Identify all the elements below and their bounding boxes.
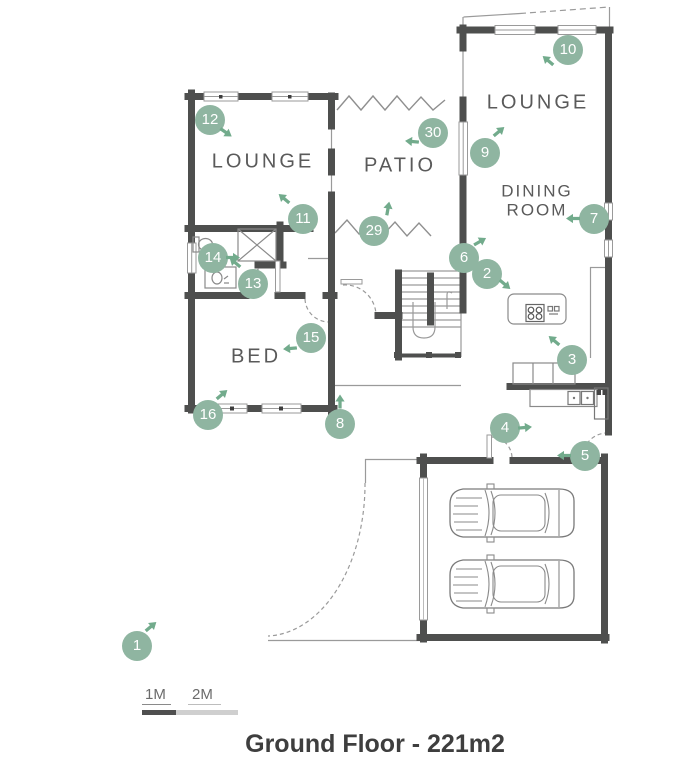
tall-appliance: [593, 387, 609, 420]
garage-car-2: [449, 554, 575, 614]
camera-marker-11[interactable]: 11: [288, 204, 318, 234]
camera-marker-3[interactable]: 3: [557, 345, 587, 375]
scale-label-2m: 2M: [188, 686, 221, 705]
camera-marker-10[interactable]: 10: [553, 35, 583, 65]
camera-marker-13[interactable]: 13: [238, 269, 268, 299]
bedroom-door-arc: [304, 298, 330, 323]
direction-arrow-icon: [226, 252, 240, 263]
garage-car-1: [449, 483, 575, 543]
stair-rail: [412, 302, 436, 339]
walls: [184, 24, 614, 644]
camera-marker-29[interactable]: 29: [359, 216, 389, 246]
camera-marker-1[interactable]: 1: [122, 631, 152, 661]
stair-balustrade: [394, 352, 461, 358]
shower: [237, 228, 277, 262]
room-label-lounge-right: LOUNGE: [486, 91, 590, 114]
camera-marker-15[interactable]: 15: [296, 323, 326, 353]
camera-marker-9[interactable]: 9: [470, 138, 500, 168]
camera-marker-8[interactable]: 8: [325, 409, 355, 439]
scale-label-1m: 1M: [142, 686, 171, 705]
scale-bar-light-segment: [176, 710, 238, 715]
sink-counter: [529, 388, 598, 408]
kitchen-island: [507, 293, 567, 325]
door-leaves: [275, 260, 492, 459]
stair-direction-hook: [446, 291, 453, 309]
camera-marker-5[interactable]: 5: [570, 441, 600, 471]
room-label-patio: PATIO: [363, 154, 437, 177]
camera-marker-7[interactable]: 7: [579, 204, 609, 234]
window-ticks: [219, 95, 292, 411]
scale-bar: 1M 2M: [140, 686, 240, 715]
scale-bar-dark-segment: [142, 710, 176, 715]
room-label-dining-room: DINING ROOM: [501, 181, 573, 219]
camera-marker-30[interactable]: 30: [418, 118, 448, 148]
camera-marker-14[interactable]: 14: [198, 243, 240, 273]
cooktop: [525, 303, 545, 323]
room-label-lounge-left: LOUNGE: [211, 150, 315, 173]
page-title: Ground Floor - 221m2: [245, 730, 505, 758]
camera-marker-12[interactable]: 12: [195, 105, 225, 135]
camera-marker-6[interactable]: 6: [449, 243, 479, 273]
camera-marker-16[interactable]: 16: [193, 400, 223, 430]
camera-marker-4[interactable]: 4: [490, 413, 520, 443]
hall-door-arc: [342, 284, 377, 315]
driveway-gate-arc: [267, 482, 366, 637]
room-label-bed: BED: [230, 345, 282, 368]
